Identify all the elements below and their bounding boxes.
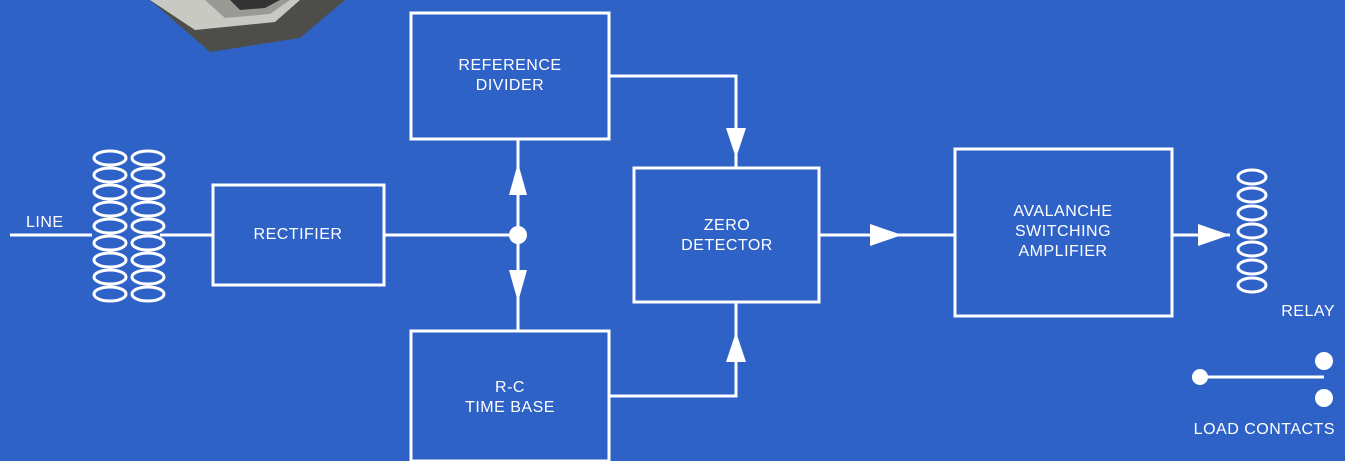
rc-time-base-line1: R-C [495, 379, 525, 396]
arrow-to-relay [1198, 224, 1230, 246]
zero-detector-line2: DETECTOR [681, 237, 773, 254]
arrow-into-zero-detector-bottom [726, 332, 746, 362]
rc-time-base-label: R-C TIME BASE [465, 378, 555, 418]
avalanche-amplifier-line2: SWITCHING [1014, 223, 1112, 240]
relay-coil-icon [1236, 168, 1268, 294]
zero-detector-line1: ZERO [703, 217, 751, 234]
arrow-to-amplifier [870, 224, 902, 246]
arrow-down-to-time-base [509, 270, 527, 302]
rectifier-label: RECTIFIER [254, 225, 343, 245]
reference-divider-line2: DIVIDER [475, 77, 545, 94]
junction-dot [509, 226, 527, 244]
avalanche-amplifier-block [953, 147, 1174, 318]
rc-time-base-line2: TIME BASE [465, 399, 555, 416]
reference-divider-label: REFERENCE DIVIDER [458, 56, 561, 96]
switch-contact-icon [1192, 352, 1333, 407]
zero-detector-label: ZERO DETECTOR [681, 216, 773, 256]
rectifier-line1: RECTIFIER [253, 226, 343, 243]
reference-divider-line1: REFERENCE [458, 57, 562, 74]
avalanche-amplifier-line3: AMPLIFIER [1018, 243, 1108, 260]
timer-device-photo [150, 0, 345, 52]
arrow-into-zero-detector-top [726, 128, 746, 158]
load-contacts-label: LOAD CONTACTS [1193, 421, 1335, 438]
avalanche-amplifier-line1: AVALANCHE [1013, 203, 1113, 220]
relay-label: RELAY [1281, 303, 1335, 320]
line-input-label: LINE [26, 214, 64, 231]
arrow-up-to-reference [509, 163, 527, 195]
avalanche-amplifier-label: AVALANCHE SWITCHING AMPLIFIER [1013, 202, 1112, 262]
transformer-icon [92, 149, 166, 303]
